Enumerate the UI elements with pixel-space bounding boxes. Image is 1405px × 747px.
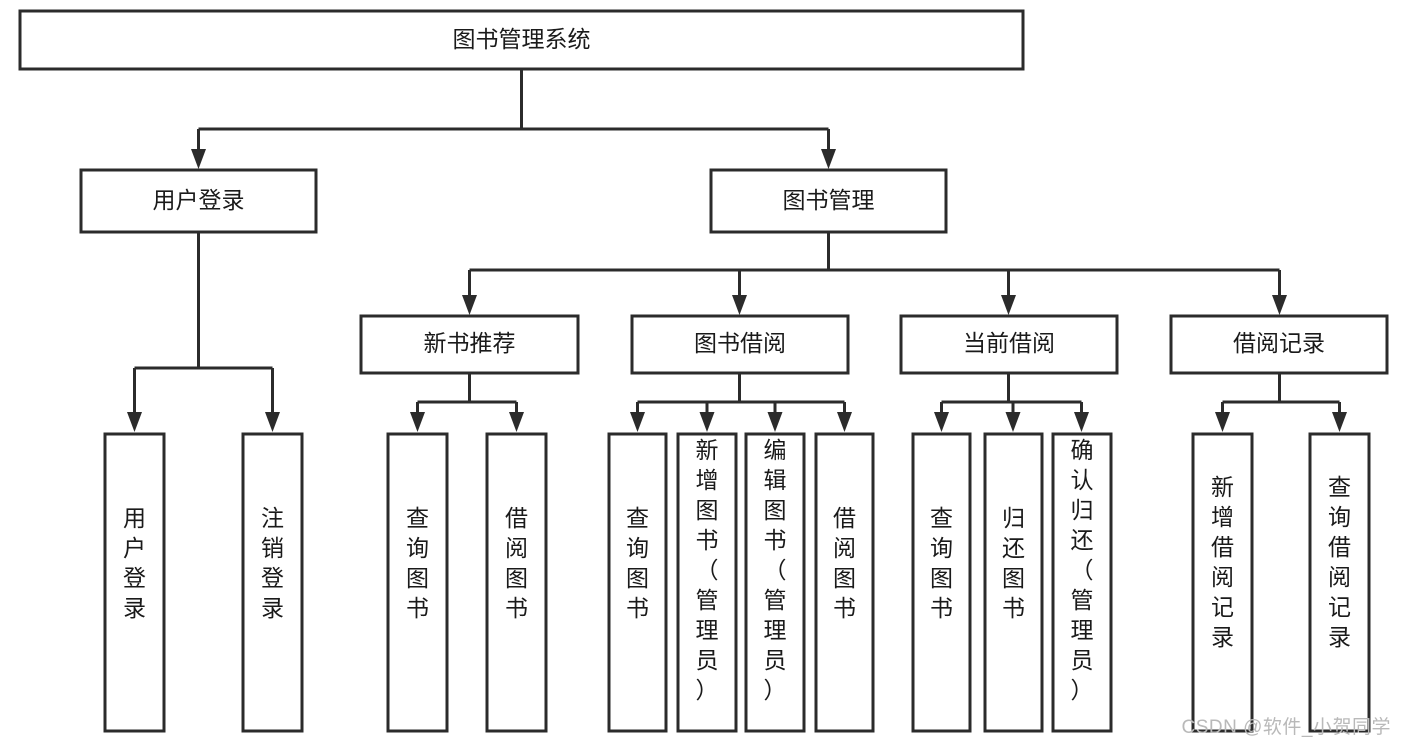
arrowhead-leaf-edit-book xyxy=(767,412,783,432)
node-leaf-query-book-rec-rect[interactable] xyxy=(386,432,449,733)
node-new-book-recommend[interactable]: 新书推荐 xyxy=(359,314,580,375)
node-leaf-return-book-rect[interactable] xyxy=(983,432,1044,733)
node-leaf-query-book-borrow[interactable]: 查询图书 xyxy=(607,432,668,733)
node-new-book-recommend-label: 新书推荐 xyxy=(424,330,516,356)
node-leaf-borrow-book-label: 借阅图书 xyxy=(833,505,856,621)
arrowhead-leaf-return-book xyxy=(1005,412,1021,432)
node-leaf-borrow-book-rec-rect[interactable] xyxy=(485,432,548,733)
node-leaf-borrow-book-rec-label: 借阅图书 xyxy=(505,505,528,621)
node-borrow-record-label: 借阅记录 xyxy=(1233,330,1325,356)
arrowhead-new-book-recommend xyxy=(462,295,477,315)
node-leaf-query-book-cur-rect[interactable] xyxy=(911,432,972,733)
node-leaf-confirm-return[interactable]: 确认归还（管理员） xyxy=(1051,432,1113,733)
node-current-borrow-label: 当前借阅 xyxy=(963,330,1055,356)
connector-group-borrow-record-to-leaves xyxy=(1215,373,1347,432)
node-leaf-query-record[interactable]: 查询借阅记录 xyxy=(1308,432,1371,733)
node-leaf-edit-book-label: 编辑图书（管理员） xyxy=(764,437,787,703)
arrowhead-current-borrow xyxy=(1001,295,1016,315)
arrowhead-user-login xyxy=(191,149,206,169)
node-leaf-return-book-label: 归还图书 xyxy=(1002,505,1025,621)
arrowhead-leaf-query-book-borrow xyxy=(630,412,645,432)
arrowhead-leaf-user-login xyxy=(127,412,142,432)
node-book-manage-rect[interactable] xyxy=(709,168,948,234)
node-book-borrow[interactable]: 图书借阅 xyxy=(630,314,850,375)
node-book-manage[interactable]: 图书管理 xyxy=(709,168,948,234)
arrowhead-book-manage xyxy=(821,149,836,169)
node-leaf-query-record-rect[interactable] xyxy=(1308,432,1371,733)
node-leaf-query-book-borrow-label: 查询图书 xyxy=(626,505,649,621)
arrowhead-leaf-borrow-book-rec xyxy=(509,412,524,432)
node-leaf-query-book-cur-label: 查询图书 xyxy=(930,505,953,621)
node-borrow-record[interactable]: 借阅记录 xyxy=(1169,314,1389,375)
node-leaf-query-book-rec[interactable]: 查询图书 xyxy=(386,432,449,733)
watermark-csdn: CSDN @软件_小贺同学 xyxy=(1181,717,1391,738)
node-leaf-add-book[interactable]: 新增图书（管理员） xyxy=(676,432,738,733)
arrowhead-leaf-add-record xyxy=(1215,412,1230,432)
connector-group-book-borrow-to-leaves xyxy=(630,373,852,432)
node-leaf-query-book-borrow-rect[interactable] xyxy=(607,432,668,733)
node-book-borrow-rect[interactable] xyxy=(630,314,850,375)
node-root-rect[interactable] xyxy=(18,9,1025,71)
node-leaf-user-login-label: 用户登录 xyxy=(123,505,146,621)
arrowhead-leaf-borrow-book xyxy=(837,412,852,432)
node-leaf-user-login-rect[interactable] xyxy=(103,432,166,733)
node-leaf-query-record-label: 查询借阅记录 xyxy=(1328,474,1351,650)
node-leaf-add-book-rect[interactable] xyxy=(676,432,738,733)
node-current-borrow[interactable]: 当前借阅 xyxy=(899,314,1119,375)
node-leaf-add-book-label: 新增图书（管理员） xyxy=(696,437,719,703)
connector-group-new-book-recommend-to-leaves xyxy=(410,373,524,432)
node-leaf-query-book-rec-label: 查询图书 xyxy=(406,505,429,621)
node-leaf-logout-rect[interactable] xyxy=(241,432,304,733)
arrowhead-leaf-query-record xyxy=(1332,412,1347,432)
node-user-login[interactable]: 用户登录 xyxy=(79,168,318,234)
node-leaf-confirm-return-label: 确认归还（管理员） xyxy=(1071,437,1094,703)
node-leaf-add-record-rect[interactable] xyxy=(1191,432,1254,733)
node-leaf-logout-label: 注销登录 xyxy=(261,505,284,621)
node-leaf-add-record[interactable]: 新增借阅记录 xyxy=(1191,432,1254,733)
node-book-borrow-label: 图书借阅 xyxy=(694,330,786,356)
arrowhead-leaf-logout xyxy=(265,412,280,432)
node-user-login-rect[interactable] xyxy=(79,168,318,234)
node-leaf-user-login[interactable]: 用户登录 xyxy=(103,432,166,733)
node-leaf-edit-book[interactable]: 编辑图书（管理员） xyxy=(744,432,806,733)
node-leaf-logout[interactable]: 注销登录 xyxy=(241,432,304,733)
arrowhead-leaf-add-book xyxy=(699,412,715,432)
node-leaf-borrow-book-rect[interactable] xyxy=(814,432,875,733)
node-leaf-query-book-cur[interactable]: 查询图书 xyxy=(911,432,972,733)
node-leaf-confirm-return-rect[interactable] xyxy=(1051,432,1113,733)
arrowhead-book-borrow xyxy=(732,295,747,315)
node-root[interactable]: 图书管理系统 xyxy=(18,9,1025,71)
arrowhead-leaf-confirm-return xyxy=(1074,412,1089,432)
node-leaf-borrow-book[interactable]: 借阅图书 xyxy=(814,432,875,733)
connector-group-book-manage-to-level3 xyxy=(462,232,1287,315)
arrowhead-leaf-query-book-cur xyxy=(934,412,949,432)
node-new-book-recommend-rect[interactable] xyxy=(359,314,580,375)
arrowhead-borrow-record xyxy=(1272,295,1287,315)
node-leaf-add-record-label: 新增借阅记录 xyxy=(1211,474,1234,650)
node-book-manage-label: 图书管理 xyxy=(783,187,875,213)
connector-group-root-to-level2 xyxy=(191,69,836,169)
arrowhead-leaf-query-book-rec xyxy=(410,412,425,432)
connector-group-user-login-to-leaves xyxy=(127,232,280,432)
node-user-login-label: 用户登录 xyxy=(153,187,245,213)
node-current-borrow-rect[interactable] xyxy=(899,314,1119,375)
connector-group-current-borrow-to-leaves xyxy=(934,373,1089,432)
node-borrow-record-rect[interactable] xyxy=(1169,314,1389,375)
node-root-label: 图书管理系统 xyxy=(453,26,591,52)
node-leaf-borrow-book-rec[interactable]: 借阅图书 xyxy=(485,432,548,733)
node-leaf-edit-book-rect[interactable] xyxy=(744,432,806,733)
node-leaf-return-book[interactable]: 归还图书 xyxy=(983,432,1044,733)
